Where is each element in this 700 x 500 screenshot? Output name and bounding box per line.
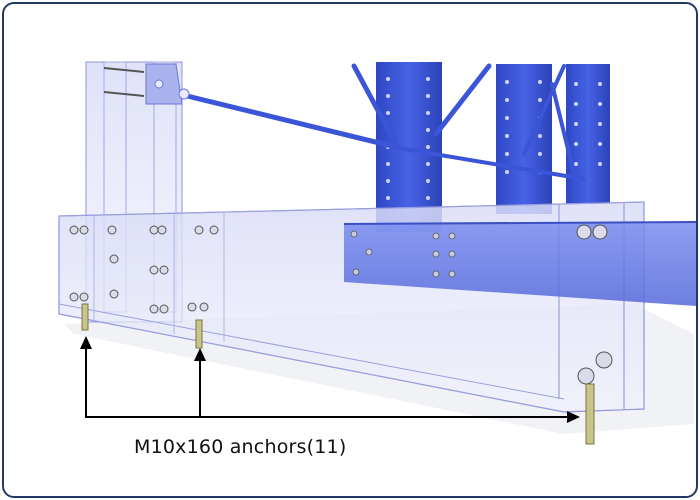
callout-lines <box>85 342 572 418</box>
upright-2 <box>496 64 552 214</box>
arrow-up-icon <box>194 348 206 361</box>
arrow-right-icon <box>567 411 580 423</box>
base-bolts <box>69 224 613 385</box>
anchor-1 <box>81 303 89 331</box>
anchor-caption: M10x160 anchors(11) <box>134 436 347 458</box>
cross-beam <box>343 221 696 306</box>
anchor-3 <box>585 383 595 445</box>
arrow-up-icon <box>80 336 92 349</box>
diagonal-bracing <box>176 63 586 196</box>
upright-holes <box>386 77 602 200</box>
anchor-2 <box>195 319 203 349</box>
rack-uprights <box>376 62 610 232</box>
rack-base-diagram <box>58 61 696 445</box>
anchors <box>81 303 595 445</box>
upright-3 <box>566 64 610 204</box>
